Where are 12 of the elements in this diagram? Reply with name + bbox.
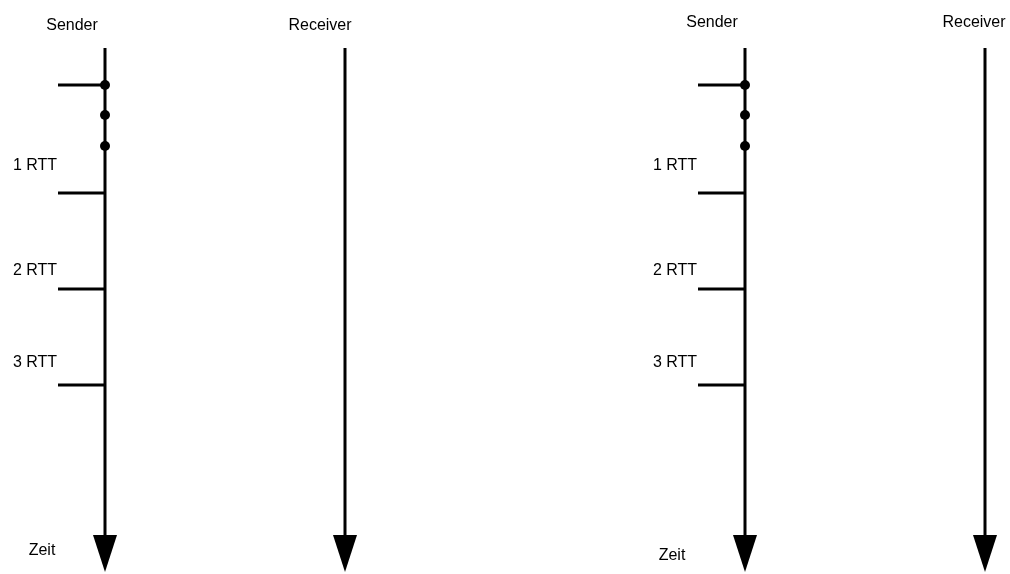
- axis-label: Sender: [46, 16, 98, 34]
- time-label: 2 RTT: [652, 261, 698, 279]
- time-label: Zeit: [28, 541, 56, 559]
- time-label: 2 RTT: [12, 261, 58, 279]
- time-label: 3 RTT: [12, 353, 58, 371]
- time-label: 3 RTT: [652, 353, 698, 371]
- time-label: Zeit: [658, 546, 686, 564]
- axis-label: Receiver: [288, 16, 352, 34]
- axis-label: Receiver: [942, 13, 1006, 31]
- axis-label: Sender: [686, 13, 738, 31]
- time-label: 1 RTT: [652, 156, 698, 174]
- time-label: 1 RTT: [12, 156, 58, 174]
